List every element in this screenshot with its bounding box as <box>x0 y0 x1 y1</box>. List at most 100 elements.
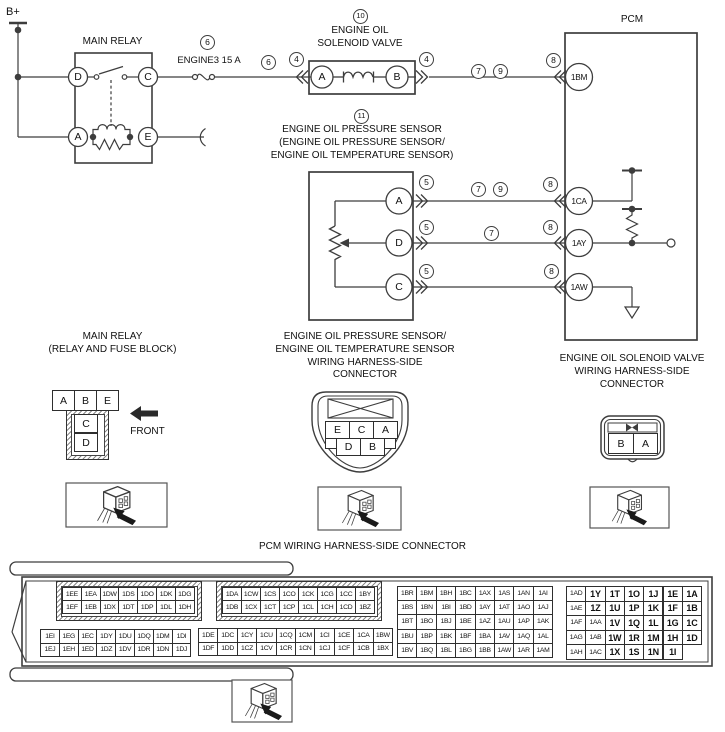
pcm-pin-1EI: 1EI <box>40 629 60 644</box>
pcm-pin-1V: 1V <box>604 615 625 631</box>
pcm-pin-1DH: 1DH <box>174 600 195 615</box>
pcm-pin-1DY: 1DY <box>96 629 117 644</box>
pcm-pin-1AX: 1AX <box>474 586 495 602</box>
pcm-pin-1CP: 1CP <box>279 600 299 615</box>
pcm-pin-1BZ: 1BZ <box>355 600 375 615</box>
pcm-pin-1CY: 1CY <box>236 628 258 643</box>
wire-callout: 8 <box>544 264 559 279</box>
pcm-pin-1EB: 1EB <box>80 600 101 615</box>
pcm-pin-1U: 1U <box>604 600 625 617</box>
sensor-connector-title: ENGINE OIL PRESSURE SENSOR/ ENGINE OIL T… <box>275 331 455 381</box>
pcm-pin-1AF: 1AF <box>566 615 587 631</box>
pcm-pin-1S: 1S <box>623 644 645 660</box>
pcm-pin-1AO: 1AO <box>513 600 534 616</box>
pcm-pin-1AE: 1AE <box>566 600 587 617</box>
pcm-pin-1CL: 1CL <box>298 600 318 615</box>
pcm-pin-1DK: 1DK <box>156 587 176 602</box>
pcm-pin-1K: 1K <box>643 600 664 617</box>
main-relay-symbol <box>67 52 159 164</box>
pcm-pin-1CG: 1CG <box>317 587 337 602</box>
pcm-pin-1CW: 1CW <box>241 587 261 602</box>
pcm-pin-1BV: 1BV <box>397 642 418 658</box>
pcm-pin-1DD: 1DD <box>217 641 238 656</box>
pcm-symbol <box>564 32 698 341</box>
pcm-pin-1C: 1C <box>681 615 703 631</box>
pcm-pin-1AD: 1AD <box>566 586 587 602</box>
power-feed-lines <box>9 21 69 138</box>
wire-callout: 8 <box>546 53 561 68</box>
pcm-pin-1BP: 1BP <box>416 628 437 644</box>
solenoid-valve-symbol <box>295 60 567 95</box>
pcm-pin-1AJ: 1AJ <box>532 600 554 616</box>
pcm-pin-1EF: 1EF <box>62 600 82 615</box>
pcm-pin-1DT: 1DT <box>118 600 139 615</box>
valve-terminal-b: B <box>393 70 401 83</box>
pcm-pin-1CZ: 1CZ <box>236 641 258 656</box>
pcm-terminal-1bm: 1BM <box>570 71 588 82</box>
pcm-pin-1A: 1A <box>681 586 703 602</box>
pcm-pin-1BW: 1BW <box>372 628 393 643</box>
pcm-pin-1AA: 1AA <box>585 615 606 631</box>
pcm-pin-1EG: 1EG <box>58 629 79 644</box>
pcm-pin-1CO: 1CO <box>279 587 299 602</box>
pcm-pin-1M: 1M <box>643 629 664 646</box>
pcm-pin-1CE: 1CE <box>333 628 355 643</box>
pcm-pin-1I: 1I <box>662 644 683 660</box>
valve-pin-a-cell: A <box>633 433 658 454</box>
wire-callout: 4 <box>419 52 434 67</box>
pcm-pin-1AG: 1AG <box>566 629 587 646</box>
fuse-symbol <box>157 73 311 147</box>
relay-terminal-d: D <box>74 70 82 83</box>
pcm-pin-1BT: 1BT <box>397 614 418 630</box>
pcm-pin-1P: 1P <box>623 600 645 617</box>
wire-callout: 7 <box>471 182 486 197</box>
relay-terminal-e: E <box>144 130 152 143</box>
wire-callout: 7 <box>471 64 486 79</box>
pcm-terminal-1ca: 1CA <box>571 195 587 206</box>
wire-callout: 7 <box>484 226 499 241</box>
wire-callout: 9 <box>493 64 508 79</box>
solenoid-valve-title: ENGINE OIL SOLENOID VALVE <box>317 25 403 49</box>
pcm-pin-1AV: 1AV <box>494 628 515 644</box>
pcm-pin-1E: 1E <box>662 586 683 602</box>
sensor-pin-e-cell: E <box>325 421 350 439</box>
wire-callout: 5 <box>419 220 434 235</box>
pcm-pin-1BQ: 1BQ <box>416 642 437 658</box>
pcm-pin-1CA: 1CA <box>353 628 374 643</box>
pcm-pin-1BS: 1BS <box>397 600 418 616</box>
pcm-pin-1AY: 1AY <box>474 600 495 616</box>
pcm-pin-1AM: 1AM <box>532 642 554 658</box>
pcm-pin-1AC: 1AC <box>585 644 606 660</box>
pcm-pin-1X: 1X <box>604 644 625 660</box>
wire-callout: 6 <box>261 55 276 70</box>
pcm-terminal-1ay: 1AY <box>571 237 587 248</box>
pcm-pin-1BL: 1BL <box>435 642 457 658</box>
pcm-pin-1EJ: 1EJ <box>40 642 60 657</box>
pcm-pin-1Y: 1Y <box>585 586 606 602</box>
pcm-pin-1EH: 1EH <box>58 642 79 657</box>
valve-terminal-a: A <box>318 70 326 83</box>
sensor-edge-stub <box>384 438 396 449</box>
pcm-pin-1DE: 1DE <box>198 628 219 643</box>
pcm-pin-1H: 1H <box>662 629 683 646</box>
sensor-pin-b-cell: B <box>360 438 385 456</box>
callout-fuse: 6 <box>200 35 215 50</box>
front-arrow-icon <box>130 406 158 421</box>
pcm-pin-1BE: 1BE <box>455 614 476 630</box>
pcm-pin-1DR: 1DR <box>134 642 154 657</box>
pcm-pin-1DI: 1DI <box>171 629 192 644</box>
front-label: FRONT <box>130 426 165 437</box>
pcm-pin-1Q: 1Q <box>623 615 645 631</box>
pcm-pin-1BA: 1BA <box>474 628 495 644</box>
pcm-pin-1BF: 1BF <box>455 628 476 644</box>
sensor-terminal-c: C <box>395 280 403 293</box>
pcm-pin-1BC: 1BC <box>455 586 476 602</box>
relay-pin-d-cell: D <box>74 433 98 452</box>
pcm-pin-1DM: 1DM <box>152 629 173 644</box>
pcm-pin-1G: 1G <box>662 615 683 631</box>
pcm-pin-1DQ: 1DQ <box>134 629 154 644</box>
pcm-pin-1AL: 1AL <box>532 628 554 644</box>
pcm-pin-1AI: 1AI <box>532 586 554 602</box>
relay-pin-e-cell: E <box>96 390 119 411</box>
pcm-pin-1CJ: 1CJ <box>314 641 335 656</box>
